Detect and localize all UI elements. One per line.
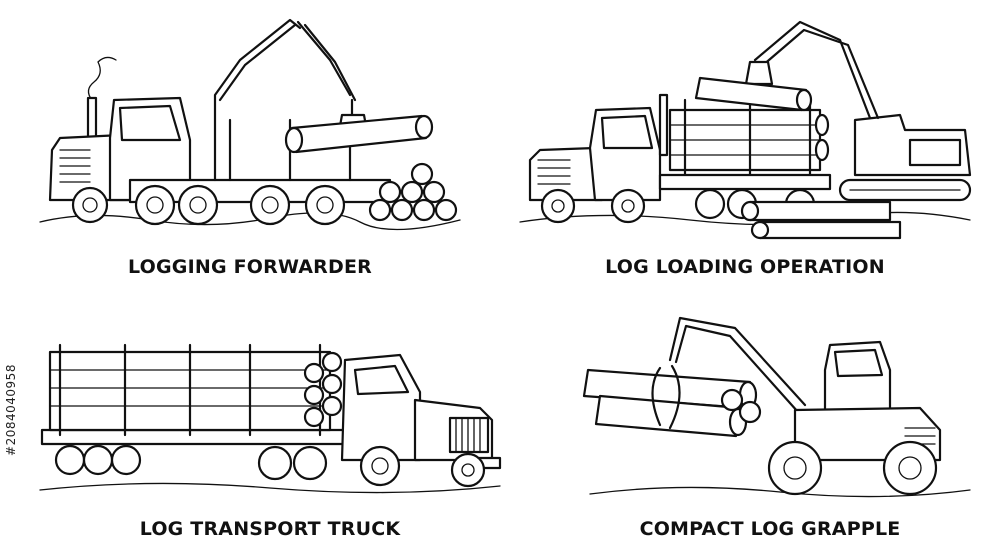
caption-compact-log-grapple: COMPACT LOG GRAPPLE: [639, 518, 901, 540]
panel-log-loading-operation: LOG LOADING OPERATION: [510, 0, 980, 290]
caption-log-loading-operation: LOG LOADING OPERATION: [605, 256, 885, 278]
logging-forwarder-illustration: [39, 18, 461, 231]
log-transport-truck-illustration: [39, 343, 502, 494]
log-loading-operation-illustration: [519, 20, 972, 240]
panel-compact-log-grapple: COMPACT LOG GRAPPLE: [560, 300, 980, 547]
stock-id-text: #2084040958: [4, 364, 18, 456]
panel-logging-forwarder: LOGGING FORWARDER: [30, 0, 470, 290]
stock-id-watermark: #2084040958: [2, 290, 20, 530]
compact-log-grapple-illustration: [582, 316, 971, 498]
caption-logging-forwarder: LOGGING FORWARDER: [128, 256, 372, 278]
panel-log-transport-truck: LOG TRANSPORT TRUCK: [30, 300, 510, 547]
caption-log-transport-truck: LOG TRANSPORT TRUCK: [139, 518, 401, 540]
